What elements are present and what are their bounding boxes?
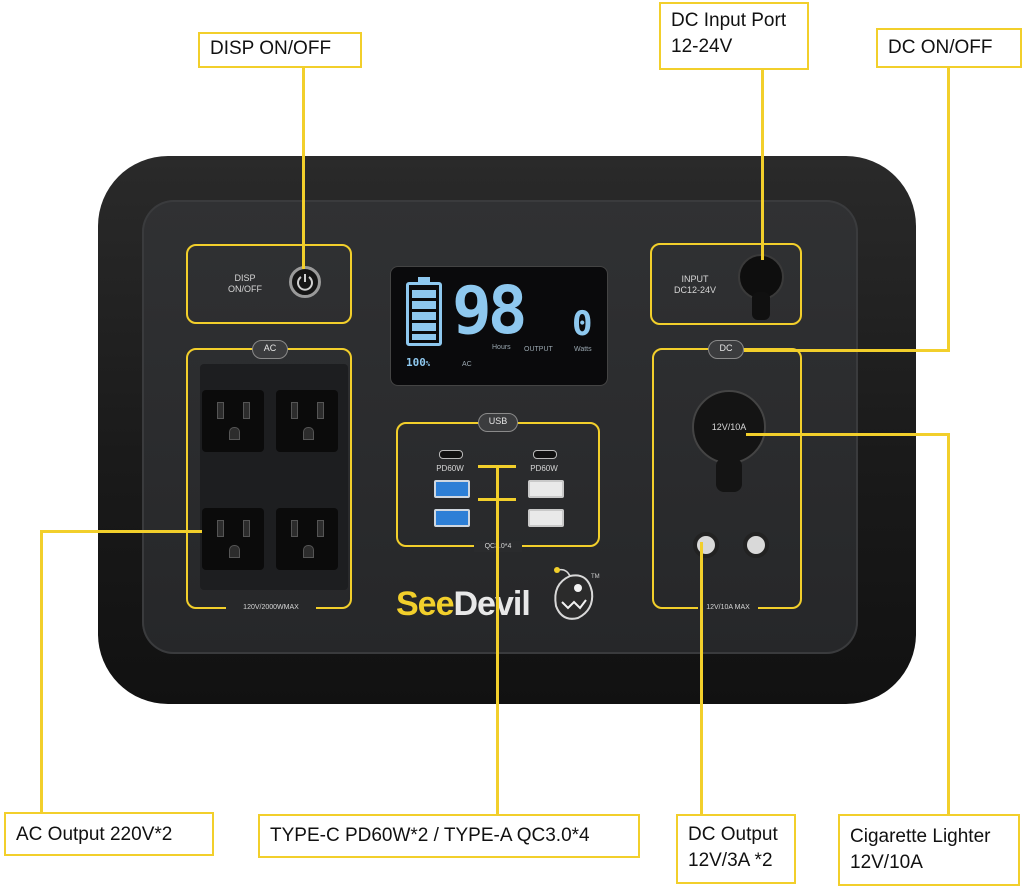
power-button[interactable] (289, 266, 321, 298)
ac-max-label: 120V/2000WMAX (226, 602, 316, 613)
callout-cig-line2: 12V/10A (850, 852, 923, 873)
callout-ac-text: AC Output 220V*2 (16, 824, 173, 845)
usb-a-port-4 (528, 509, 564, 527)
trademark-mark: TM (591, 574, 600, 580)
callout-dc-output-line1: DC Output (688, 824, 778, 845)
ac-outlet-1 (202, 390, 264, 452)
callout-usb-text: TYPE-C PD60W*2 / TYPE-A QC3.0*4 (270, 825, 590, 846)
brand-logo-devil: Devil (453, 585, 531, 623)
battery-percent-value: 100 (406, 356, 426, 369)
cig-socket-label: 12V/10A (711, 422, 747, 432)
power-icon (297, 274, 313, 291)
dc-button[interactable]: DC (708, 340, 744, 359)
input-label-line1: INPUT (681, 274, 709, 284)
input-zone (650, 243, 802, 325)
leader-usb-h1 (478, 465, 516, 468)
callout-cigarette-lighter: Cigarette Lighter 12V/10A (838, 814, 1020, 886)
callout-cig-line1: Cigarette Lighter (850, 826, 991, 847)
callout-dc-on-off: DC ON/OFF (876, 28, 1022, 68)
disp-zone (186, 244, 352, 324)
disp-label: DISP ON/OFF (210, 273, 280, 295)
callout-ac-output: AC Output 220V*2 (4, 812, 214, 856)
leader-dc-input (761, 68, 764, 260)
ac-outlet-2 (276, 390, 338, 452)
leader-disp (302, 66, 305, 269)
callout-dc-output-line2: 12V/3A *2 (688, 850, 773, 871)
anglerfish-icon (554, 567, 594, 620)
dc-output-port-1 (693, 532, 719, 558)
callout-dc-input: DC Input Port 12-24V (659, 2, 809, 70)
callout-dc-onoff-text: DC ON/OFF (888, 37, 993, 58)
leader-dc-onoff-v (947, 66, 950, 351)
callout-usb-output: TYPE-C PD60W*2 / TYPE-A QC3.0*4 (258, 814, 640, 858)
ac-button[interactable]: AC (252, 340, 288, 359)
leader-dc-onoff-h (744, 349, 950, 352)
leader-usb-h2 (478, 498, 516, 501)
disp-label-line2: ON/OFF (228, 284, 262, 294)
watts-label: Watts (574, 346, 592, 353)
cigarette-lighter-socket: 12V/10A (692, 390, 766, 492)
dc-input-port (738, 254, 784, 320)
usb-c-port-left (439, 450, 463, 459)
leader-ac-v (40, 530, 43, 815)
leader-cig-v (947, 433, 950, 815)
leader-dc-output (700, 542, 703, 817)
dc-output-port-2 (743, 532, 769, 558)
output-label: OUTPUT (524, 346, 553, 353)
usb-c-port-right (533, 450, 557, 459)
pd-right-label: PD60W (530, 464, 558, 473)
dc-max-label: 12V/10A MAX (698, 602, 758, 613)
usb-a-port-2 (434, 509, 470, 527)
disp-label-line1: DISP (234, 273, 256, 283)
battery-icon (406, 277, 442, 346)
callout-dc-input-line2: 12-24V (671, 36, 733, 57)
brand-logo: SeeDevil (396, 585, 531, 624)
callout-dc-output: DC Output 12V/3A *2 (676, 814, 796, 884)
brand-logo-see: See (396, 585, 454, 623)
hours-label: Hours (492, 344, 511, 351)
callout-dc-input-line1: DC Input Port (671, 10, 787, 31)
callout-disp-text: DISP ON/OFF (210, 38, 332, 59)
ac-outlet-4 (276, 508, 338, 570)
usb-a-port-1 (434, 480, 470, 498)
leader-usb-v (496, 466, 499, 817)
usb-button[interactable]: USB (478, 413, 518, 432)
input-label: INPUT DC12-24V (664, 274, 726, 296)
input-label-line2: DC12-24V (673, 285, 717, 295)
mode-indicator: AC (462, 361, 472, 368)
watts-value: 0 (572, 304, 593, 344)
usb-a-port-3 (528, 480, 564, 498)
pd-left-label: PD60W (436, 464, 464, 473)
battery-percent: 100% (406, 356, 431, 369)
hours-value: 98 (452, 272, 528, 349)
callout-disp-on-off: DISP ON/OFF (198, 32, 362, 68)
leader-ac-h (40, 530, 202, 533)
leader-cig-h (746, 433, 950, 436)
ac-outlet-3 (202, 508, 264, 570)
